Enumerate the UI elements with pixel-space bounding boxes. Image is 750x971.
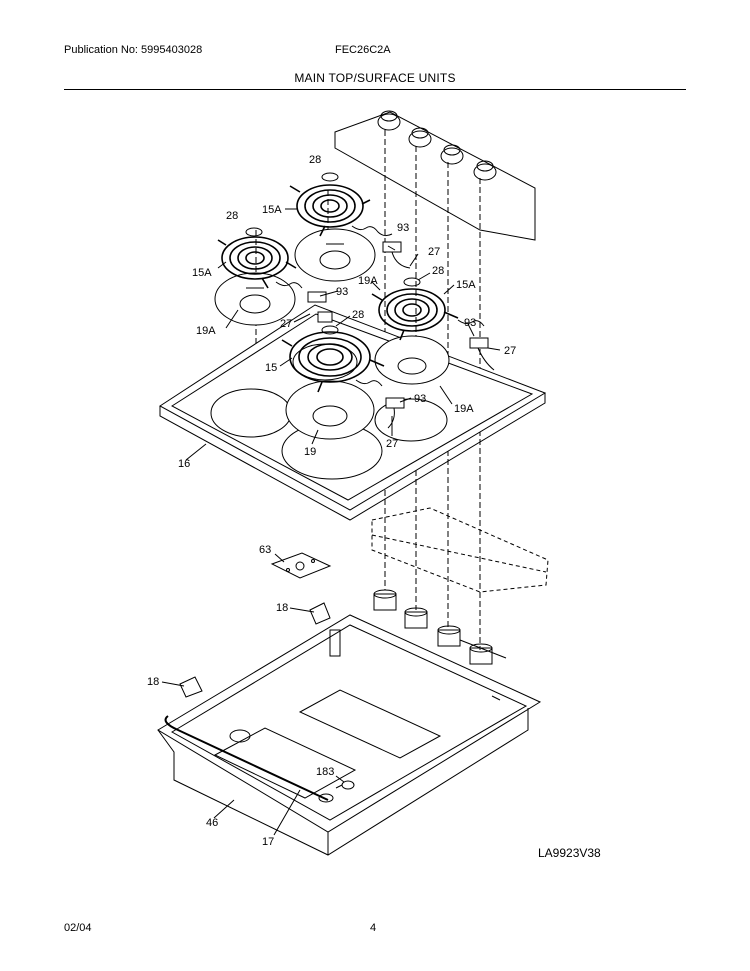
callout-18: 18 [147, 676, 159, 688]
diagram-code: LA9923V38 [538, 846, 601, 860]
mounting-plate [270, 552, 332, 579]
callout-27: 27 [504, 345, 516, 357]
callout-46: 46 [206, 817, 218, 829]
callout-93: 93 [464, 317, 476, 329]
model-number: FEC26C2A [335, 44, 391, 56]
infinite-switch [404, 607, 428, 629]
coil-element [281, 331, 385, 393]
terminal-block [457, 319, 495, 371]
header-rule [64, 89, 686, 90]
callout-19a: 19A [196, 325, 216, 337]
publication-number: Publication No: 5995403028 [64, 44, 203, 56]
mounting-clip [309, 602, 331, 625]
callout-183: 183 [316, 766, 334, 778]
mounting-clip [179, 676, 203, 698]
callout-19a: 19A [358, 275, 378, 287]
knob [440, 144, 464, 165]
callout-63: 63 [259, 544, 271, 556]
knob [473, 160, 497, 181]
terminal-block [275, 281, 333, 323]
chassis-box [157, 614, 542, 856]
callout-16: 16 [178, 458, 190, 470]
drip-bowl [285, 380, 375, 440]
callout-15a: 15A [262, 204, 282, 216]
coil-element [217, 236, 297, 289]
callout-27: 27 [386, 438, 398, 450]
callout-17: 17 [262, 836, 274, 848]
coil-element [289, 184, 371, 237]
control-panel [334, 110, 536, 241]
trim-cap [321, 172, 339, 182]
callout-28: 28 [309, 154, 321, 166]
page-title: MAIN TOP/SURFACE UNITS [294, 71, 456, 85]
manifold-bracket [371, 507, 549, 593]
callout-93: 93 [414, 393, 426, 405]
infinite-switch [373, 589, 397, 611]
drain-rod [164, 715, 329, 801]
callout-27: 27 [280, 318, 292, 330]
knob [377, 110, 401, 131]
callout-15a: 15A [192, 267, 212, 279]
coil-element [371, 288, 459, 341]
terminal-block [351, 225, 411, 269]
trim-cap [245, 227, 263, 237]
callout-93: 93 [336, 286, 348, 298]
infinite-switch [469, 643, 493, 665]
callout-19a: 19A [454, 403, 474, 415]
callout-15a: 15A [456, 279, 476, 291]
trim-cap [321, 325, 339, 335]
callout-labels: 28 15A 28 93 27 15A 28 19A 15A 93 19A 27… [147, 154, 516, 848]
connector-183 [335, 780, 355, 790]
trim-cap [403, 277, 421, 287]
callout-28: 28 [432, 265, 444, 277]
callout-93: 93 [397, 222, 409, 234]
page-number: 4 [370, 922, 377, 934]
footer-date: 02/04 [64, 922, 92, 934]
drip-bowl [374, 335, 450, 385]
drip-bowl [214, 272, 296, 326]
terminal-block [355, 379, 405, 429]
leader-lines [161, 208, 501, 836]
callout-15: 15 [265, 362, 277, 374]
drip-bowl [294, 228, 376, 282]
rod-ring [318, 793, 334, 803]
callout-28: 28 [226, 210, 238, 222]
callout-19: 19 [304, 446, 316, 458]
callout-18: 18 [276, 602, 288, 614]
knob [408, 127, 432, 148]
infinite-switch [437, 625, 461, 647]
callout-27: 27 [428, 246, 440, 258]
callout-28: 28 [352, 309, 364, 321]
